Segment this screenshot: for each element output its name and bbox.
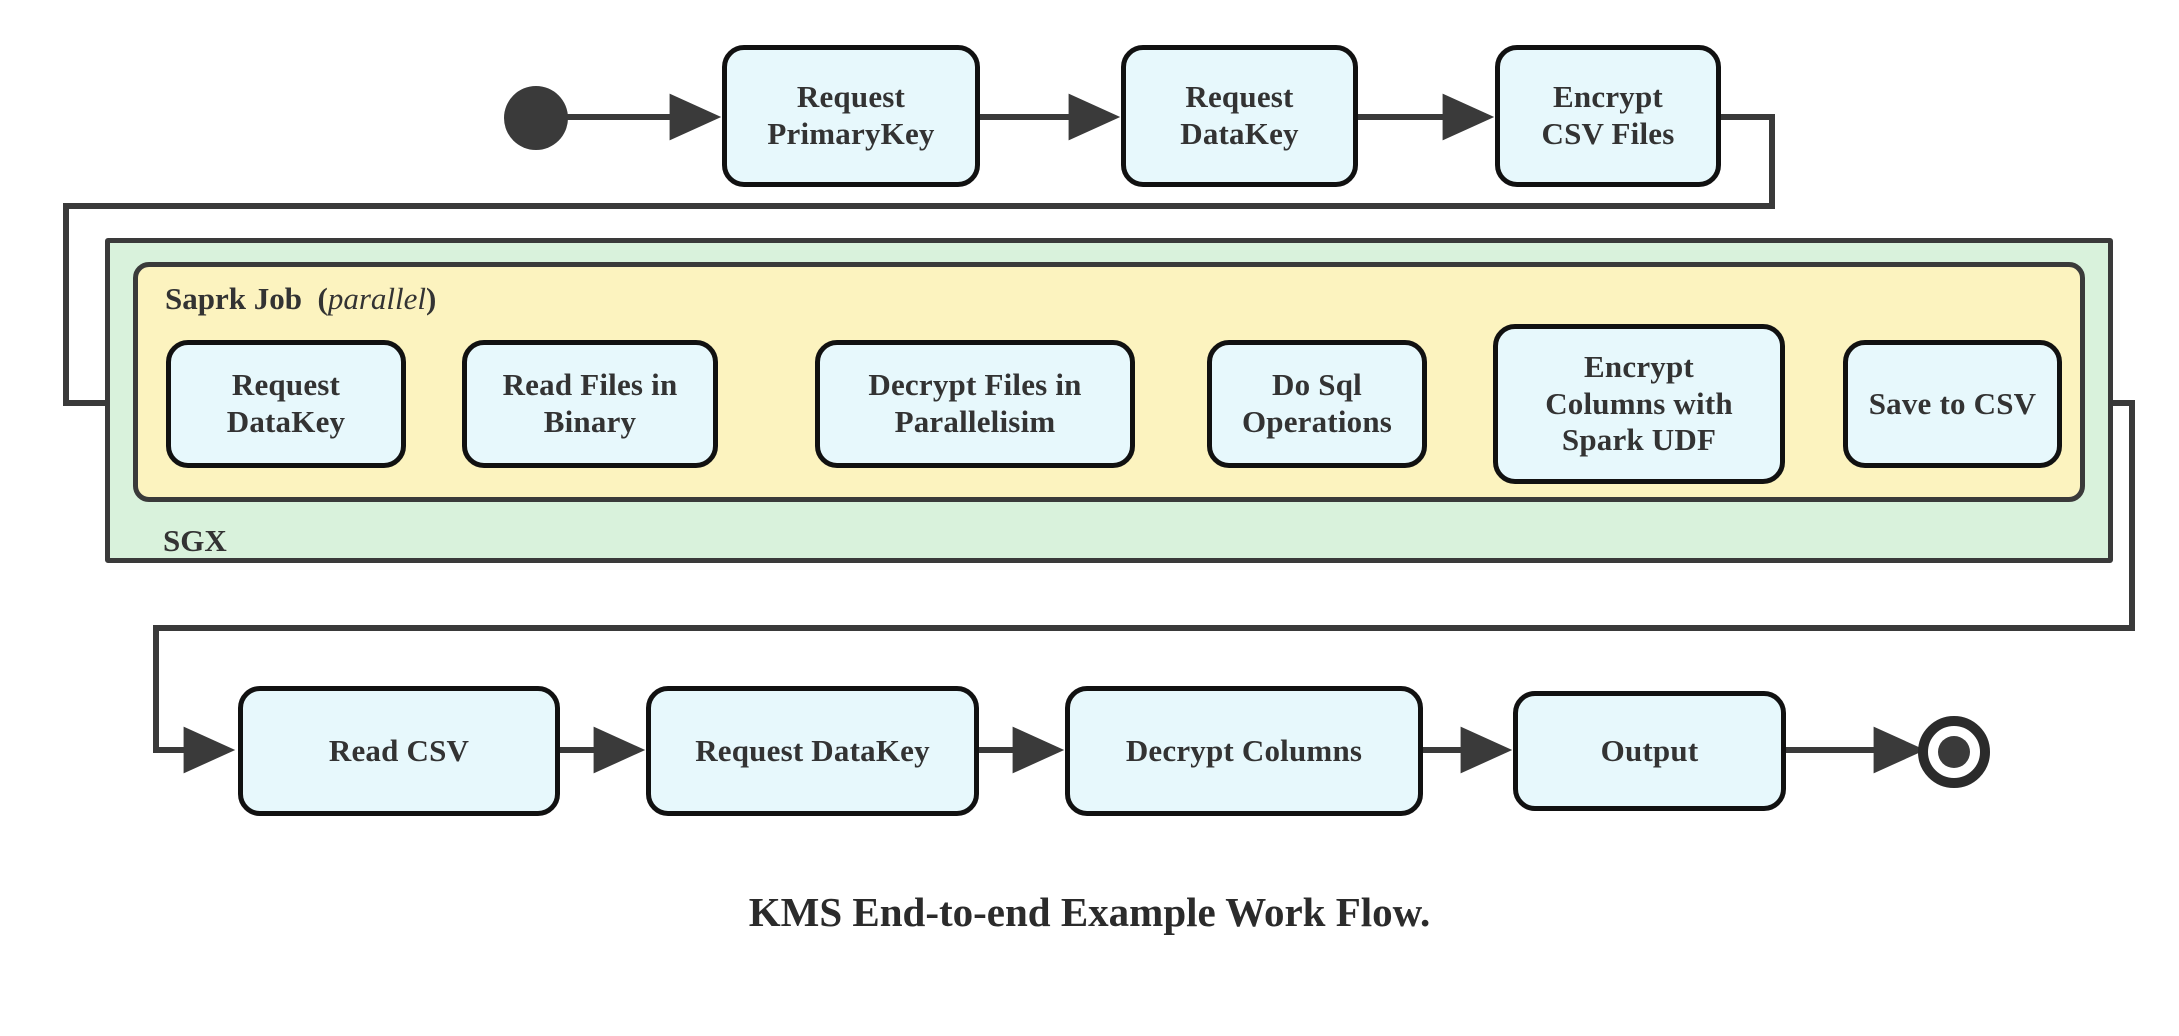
node-save-to-csv[interactable]: Save to CSV xyxy=(1843,340,2062,468)
node-line: DataKey xyxy=(1180,116,1299,151)
node-line: Encrypt xyxy=(1584,349,1694,385)
node-line: Parallelisim xyxy=(894,404,1056,439)
node-line: Request DataKey xyxy=(695,732,930,768)
node-line: Save to CSV xyxy=(1868,385,2037,421)
node-line: Columns with xyxy=(1545,385,1733,421)
sgx-label-text: SGX xyxy=(163,523,227,558)
spark-job-paren-close: ) xyxy=(425,281,437,316)
node-line: Read Files in xyxy=(502,367,678,403)
node-line: Do Sql xyxy=(1272,367,1362,403)
node-line: PrimaryKey xyxy=(767,116,935,151)
node-line: Read CSV xyxy=(328,732,470,768)
node-line: Decrypt Columns xyxy=(1125,732,1363,768)
node-line: Request xyxy=(231,367,341,403)
node-line: Operations xyxy=(1241,404,1393,439)
diagram-caption: KMS End-to-end Example Work Flow. xyxy=(748,889,1431,935)
node-line: Spark UDF xyxy=(1561,422,1717,458)
sgx-label: SGX xyxy=(163,523,227,559)
node-line: Request xyxy=(796,79,906,115)
edge-save-csv-to-read-csv xyxy=(153,400,2135,774)
node-request-datakey-bottom[interactable]: Request DataKey xyxy=(646,686,979,816)
start-node xyxy=(504,86,568,150)
end-node xyxy=(1918,716,1990,788)
node-line: Decrypt Files in xyxy=(868,367,1082,403)
node-decrypt-columns[interactable]: Decrypt Columns xyxy=(1065,686,1423,816)
node-line: Output xyxy=(1600,732,1699,768)
spark-job-label-italic: parallel xyxy=(327,281,426,316)
node-line: Request xyxy=(1185,79,1294,115)
node-line: CSV Files xyxy=(1541,116,1675,151)
node-line: Encrypt xyxy=(1553,79,1663,115)
node-output[interactable]: Output xyxy=(1513,691,1786,811)
node-line: Binary xyxy=(543,404,637,439)
spark-job-label: Saprk Job (parallel) xyxy=(165,281,436,317)
edge-encrypt-csv-to-spark-datakey xyxy=(63,114,1775,427)
node-read-csv[interactable]: Read CSV xyxy=(238,686,560,816)
node-line: DataKey xyxy=(226,404,346,439)
spark-job-paren-open: ( xyxy=(317,281,328,316)
spark-job-label-bold: Saprk Job xyxy=(165,281,302,316)
